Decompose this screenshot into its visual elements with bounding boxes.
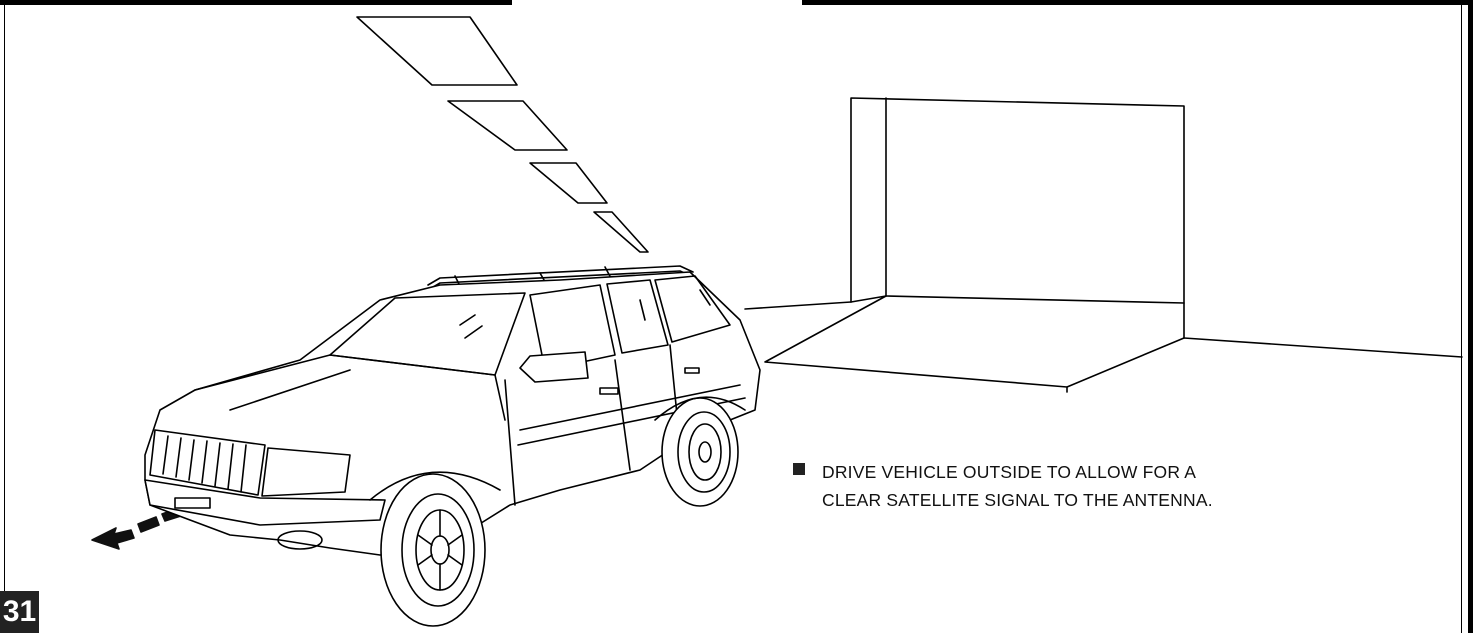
square-bullet-icon (793, 463, 805, 475)
satellite-signal-icon (357, 17, 648, 252)
instruction-caption: DRIVE VEHICLE OUTSIDE TO ALLOW FOR A CLE… (793, 458, 1433, 514)
vehicle-icon (145, 266, 760, 626)
garage-icon (745, 98, 1462, 392)
page-number-badge: 31 (0, 591, 39, 633)
instruction-text: DRIVE VEHICLE OUTSIDE TO ALLOW FOR A CLE… (822, 458, 1433, 514)
